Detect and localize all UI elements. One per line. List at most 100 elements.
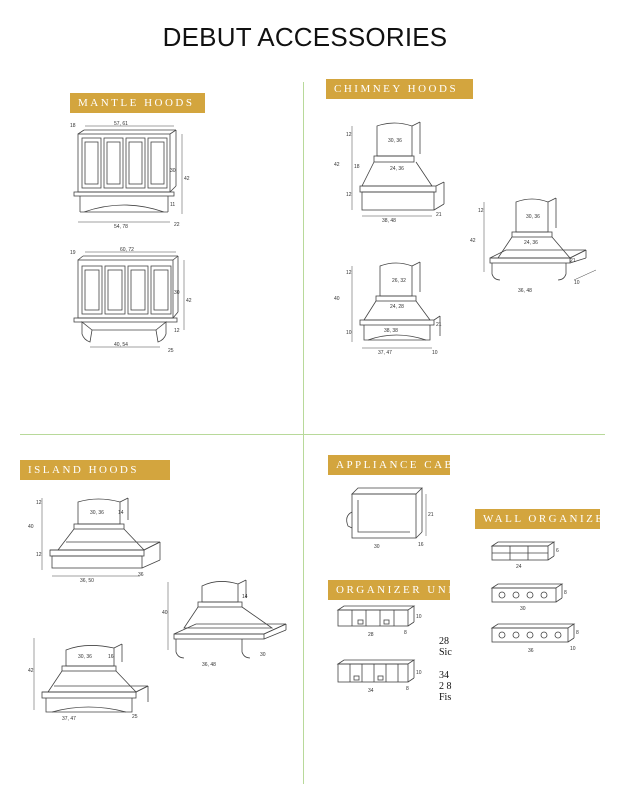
mantle-hood-1-dim-r3: 11 xyxy=(170,202,175,208)
chimney-hood-3-dim-l1: 12 xyxy=(346,270,352,276)
svg-text:12: 12 xyxy=(346,270,352,276)
wall-organizer-1-drawing: 24 6 xyxy=(490,541,559,570)
mantle-hood-2-dim-bot: 40, 54 xyxy=(114,342,128,348)
svg-text:54, 78: 54, 78 xyxy=(114,224,128,230)
svg-text:30: 30 xyxy=(170,168,176,174)
chimney-hood-3-dim-mid: 24, 28 xyxy=(390,304,404,310)
svg-text:38, 48: 38, 48 xyxy=(382,218,396,224)
island-hood-2-dim-r: 25 xyxy=(132,714,138,720)
horizontal-divider xyxy=(20,434,605,435)
svg-text:21: 21 xyxy=(436,212,442,218)
mantle-hood-1-dim-left: 18 xyxy=(70,123,76,129)
chimney-hood-1-dim-l4: 12 xyxy=(346,192,352,198)
svg-text:10: 10 xyxy=(346,330,352,336)
organizer-side-text-1: 28 xyxy=(439,636,449,647)
chimney-hood-2-dim-r2: 10 xyxy=(574,280,580,286)
svg-text:42: 42 xyxy=(470,238,476,244)
island-hood-1-drawing: 30, 36 14 12 40 12 36, 50 36 xyxy=(28,497,161,584)
svg-text:40, 54: 40, 54 xyxy=(114,342,128,348)
svg-text:30: 30 xyxy=(174,290,180,296)
chimney-hood-3-dim-l2: 40 xyxy=(334,296,340,302)
svg-text:40: 40 xyxy=(162,610,168,616)
svg-text:28: 28 xyxy=(368,632,374,638)
island-hood-3-drawing: 14 40 36, 48 30 xyxy=(162,579,287,668)
organizer-units-banner: ORGANIZER UNIT xyxy=(328,580,450,600)
svg-text:42: 42 xyxy=(28,668,34,674)
svg-text:8: 8 xyxy=(406,686,409,692)
chimney-hood-1-dim-r: 21 xyxy=(436,212,442,218)
chimney-hood-3-dim-bot: 37, 47 xyxy=(378,350,392,356)
mantle-hood-2-dim-r1: 30 xyxy=(174,290,180,296)
mantle-hood-2-dim-br: 25 xyxy=(168,348,174,354)
chimney-hood-1-dim-l2: 42 xyxy=(334,162,340,168)
wall-organizer-2-dim-h: 8 xyxy=(564,590,567,596)
organizer-unit-2-dim-d: 8 xyxy=(406,686,409,692)
island-hood-3-dim-r: 30 xyxy=(260,652,266,658)
svg-text:11: 11 xyxy=(170,202,175,208)
svg-text:21: 21 xyxy=(436,322,442,328)
svg-text:19: 19 xyxy=(70,250,76,256)
island-hood-1-dim-top: 30, 36 xyxy=(90,510,104,516)
wall-organizer-banner: WALL ORGANIZER xyxy=(475,509,600,529)
svg-text:21: 21 xyxy=(428,512,434,518)
svg-text:42: 42 xyxy=(184,176,190,182)
svg-text:12: 12 xyxy=(36,500,42,506)
chimney-hoods-banner: CHIMNEY HOODS xyxy=(326,79,473,99)
island-hood-3-dim-l: 40 xyxy=(162,610,168,616)
svg-text:10: 10 xyxy=(432,350,438,356)
svg-text:8: 8 xyxy=(404,630,407,636)
island-hood-1-dim-r: 36 xyxy=(138,572,144,578)
mantle-hood-2-dim-r3: 12 xyxy=(174,328,180,334)
svg-text:36: 36 xyxy=(528,648,534,654)
island-hood-1-dim-l3: 12 xyxy=(36,552,42,558)
svg-text:36, 48: 36, 48 xyxy=(202,662,216,668)
svg-text:25: 25 xyxy=(168,348,174,354)
svg-text:36, 48: 36, 48 xyxy=(518,288,532,294)
svg-text:16: 16 xyxy=(108,654,114,660)
organizer-side-text-5: Fis xyxy=(439,692,452,703)
svg-text:30, 36: 30, 36 xyxy=(388,138,402,144)
svg-text:30, 36: 30, 36 xyxy=(78,654,92,660)
svg-text:30, 36: 30, 36 xyxy=(526,214,540,220)
svg-text:8: 8 xyxy=(576,630,579,636)
svg-text:10: 10 xyxy=(416,614,422,620)
svg-text:30: 30 xyxy=(520,606,526,612)
appliance-cabinets-banner: APPLIANCE CABI xyxy=(328,455,450,475)
appliance-cabinet-dim-h: 21 xyxy=(428,512,434,518)
organizer-unit-2-drawing: 10 34 8 xyxy=(336,659,422,694)
mantle-hood-1-drawing: 57, 61 18 30 42 11 54, 78 22 xyxy=(70,121,190,230)
mantle-hood-1-dim-top: 57, 61 xyxy=(114,121,128,127)
island-hood-1-dim-l2: 40 xyxy=(28,524,34,530)
svg-text:42: 42 xyxy=(334,162,340,168)
chimney-hood-2-dim-r: 21 xyxy=(570,258,576,264)
svg-text:60, 72: 60, 72 xyxy=(120,247,134,253)
svg-text:14: 14 xyxy=(118,510,124,516)
organizer-side-text-2: Sic xyxy=(439,647,452,658)
wall-organizer-2-dim-w: 30 xyxy=(520,606,526,612)
svg-text:30: 30 xyxy=(374,544,380,550)
svg-text:36: 36 xyxy=(138,572,144,578)
mantle-hood-1-dim-br: 22 xyxy=(174,222,180,228)
svg-text:25: 25 xyxy=(132,714,138,720)
island-hood-1-dim-bot: 36, 50 xyxy=(80,578,94,584)
svg-text:10: 10 xyxy=(416,670,422,676)
organizer-side-text-4: 2 8 xyxy=(439,681,452,692)
organizer-side-text-3: 34 xyxy=(439,670,449,681)
mantle-hood-2-dim-top: 60, 72 xyxy=(120,247,134,253)
chimney-hood-3-dim-r2: 10 xyxy=(432,350,438,356)
island-hood-3-dim-bot: 36, 48 xyxy=(202,662,216,668)
svg-text:10: 10 xyxy=(570,646,576,652)
chimney-hood-3-dim-r: 21 xyxy=(436,322,442,328)
svg-text:18: 18 xyxy=(70,123,76,129)
organizer-unit-1-drawing: 10 28 8 xyxy=(336,605,422,638)
island-hood-2-dim-top: 30, 36 xyxy=(78,654,92,660)
mantle-hood-2-drawing: 60, 72 19 30 42 12 40, 54 25 xyxy=(70,247,192,354)
svg-text:24, 28: 24, 28 xyxy=(390,304,404,310)
island-hood-2-dim-side: 16 xyxy=(108,654,114,660)
svg-text:14: 14 xyxy=(242,594,248,600)
svg-text:12: 12 xyxy=(174,328,180,334)
wall-organizer-3-drawing: 36 8 10 xyxy=(490,623,579,654)
chimney-hood-3-dim-l3: 10 xyxy=(346,330,352,336)
svg-text:42: 42 xyxy=(186,298,192,304)
